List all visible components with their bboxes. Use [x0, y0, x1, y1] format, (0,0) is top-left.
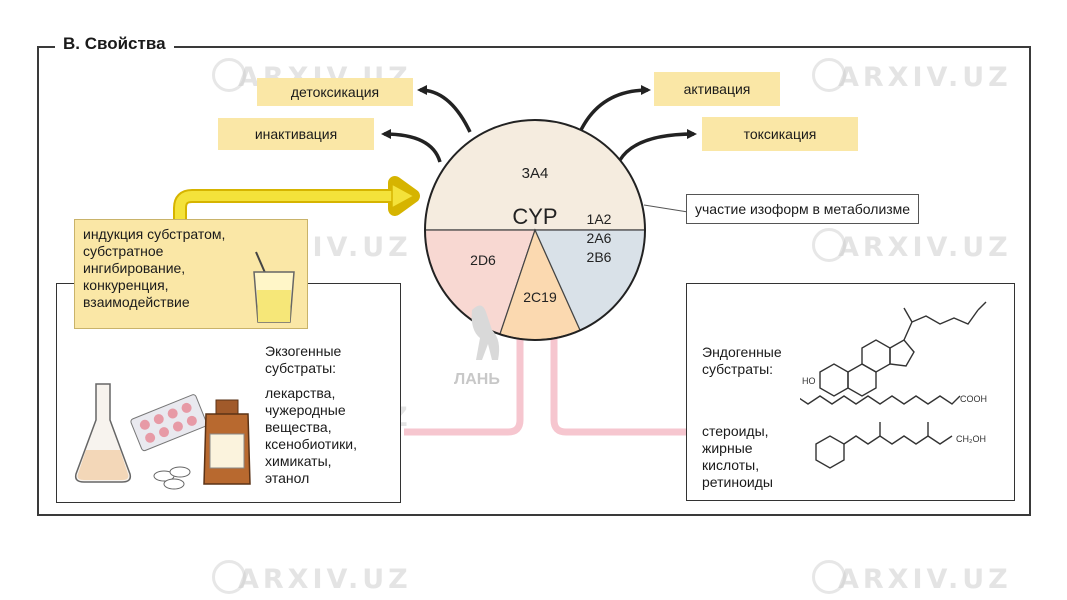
watermark-logo-icon — [212, 58, 246, 92]
outcome-toxication: токсикация — [702, 117, 858, 151]
publisher-logo: ЛАНЬ — [454, 305, 500, 388]
section-frame — [37, 46, 1031, 516]
induction-arrow — [173, 176, 420, 220]
watermark-logo-icon — [812, 228, 846, 262]
watermark-logo-icon — [812, 58, 846, 92]
endogenous-heading: Эндогенные субстраты: — [702, 344, 782, 377]
isoform-label-2d6: 2D6 — [470, 252, 496, 268]
endogenous-panel — [686, 283, 1015, 501]
watermark-logo-icon — [812, 560, 846, 594]
connector-endogenous — [550, 300, 688, 436]
outcome-detox: детоксикация — [257, 78, 413, 106]
watermark: ARXIV.UZ — [838, 62, 1012, 93]
cyp-center-label: CYP — [512, 204, 557, 229]
watermark: ARXIV.UZ — [838, 232, 1012, 263]
isoform-label-3a4: 3A4 — [522, 165, 549, 182]
exogenous-heading: Экзогенные субстраты: — [265, 343, 342, 376]
induction-text: индукция субстратом, субстратное ингибир… — [83, 226, 226, 310]
arrow-activation — [578, 85, 651, 133]
connector-exogenous — [404, 300, 524, 436]
beaker-icon — [253, 251, 295, 323]
chem-label-ch2oh: CH₂OH — [956, 434, 986, 444]
chemical-structures-icon: HO COOH CH₂OH — [800, 301, 987, 469]
watermark: ARXIV.UZ — [838, 564, 1012, 595]
outcome-activation: активация — [654, 72, 780, 106]
arrow-inactivation — [381, 129, 442, 163]
watermark-logo-icon — [212, 560, 246, 594]
chem-label-cooh: COOH — [960, 394, 987, 404]
publisher-logo-text: ЛАНЬ — [454, 371, 500, 388]
endogenous-items: стероиды, жирные кислоты, ретиноиды — [702, 423, 773, 490]
chem-label-ho: HO — [802, 376, 816, 386]
outcome-inactivation: инактивация — [218, 118, 374, 150]
watermark: ARXIV.UZ — [238, 564, 412, 595]
isoform-participation-callout: участие изоформ в метаболизме — [686, 194, 920, 224]
isoform-label-2c19: 2C19 — [523, 289, 557, 305]
arrow-toxication — [618, 129, 697, 161]
exogenous-items: лекарства, чужеродные вещества, ксенобио… — [265, 385, 357, 486]
drugs-glassware-icon — [74, 383, 251, 490]
section-title: В. Свойства — [55, 34, 174, 54]
arrow-detox — [417, 85, 472, 133]
